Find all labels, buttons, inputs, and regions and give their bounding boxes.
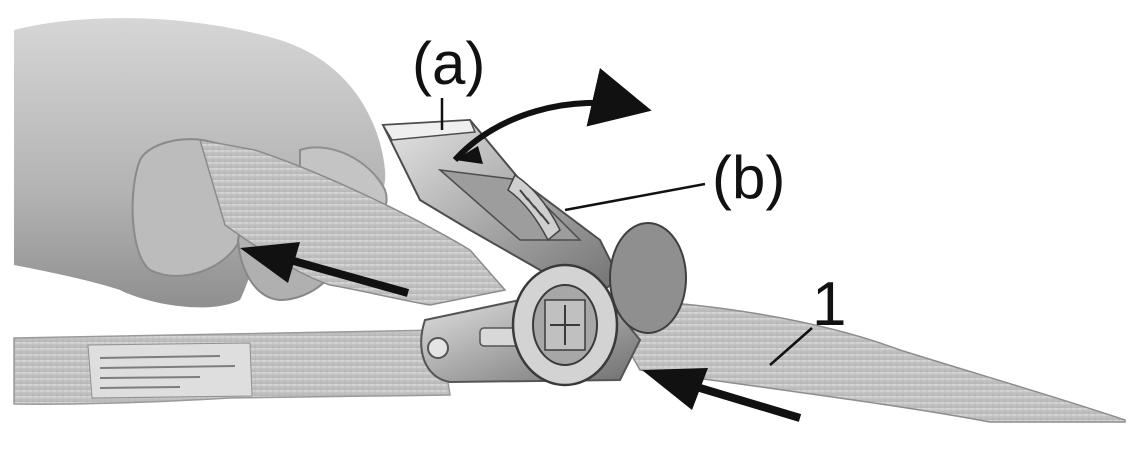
pull-arrow-upper xyxy=(288,256,410,297)
pull-arrow-upper-head xyxy=(240,242,300,283)
curved-lever-arrow xyxy=(452,68,652,162)
ratchet-spool xyxy=(511,222,687,387)
curved-lever-arrow-tail xyxy=(455,146,483,164)
label-b: (b) xyxy=(712,144,786,211)
pull-arrow-lower xyxy=(698,384,802,422)
label-1: 1 xyxy=(812,270,847,339)
label-a: (a) xyxy=(412,30,486,97)
leader-line-1 xyxy=(769,327,813,366)
pull-arrow-lower-head xyxy=(642,368,708,410)
strap-label-patch xyxy=(87,342,253,399)
strap-label-text-lines xyxy=(99,355,236,389)
spring-pawl xyxy=(507,173,561,242)
strap-lower-right xyxy=(598,299,1126,423)
leader-line-b xyxy=(564,182,706,212)
